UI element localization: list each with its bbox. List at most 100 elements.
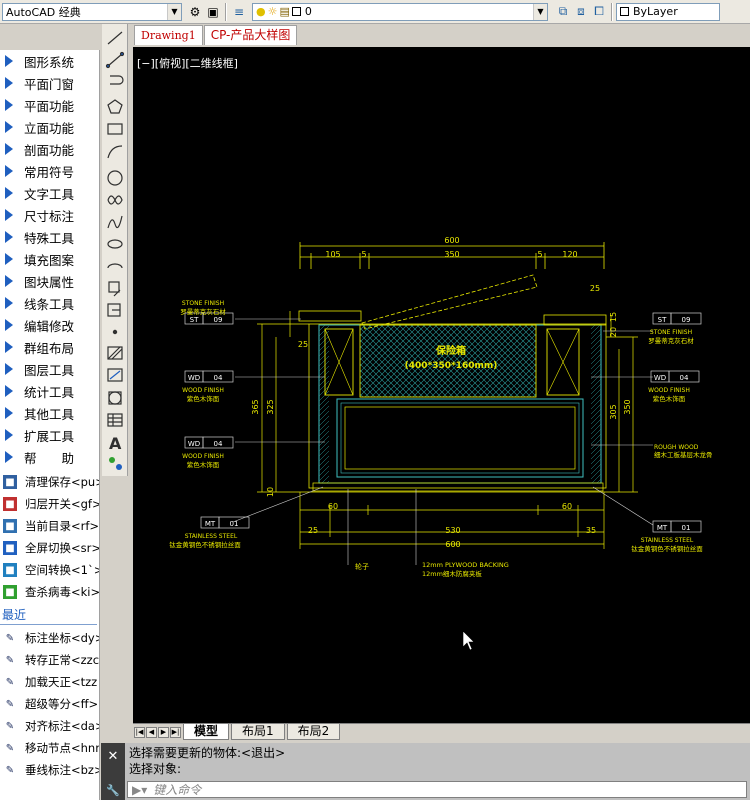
- quick-command-item[interactable]: ■当前目录<rf>: [0, 515, 99, 537]
- layer-manager-icon[interactable]: ≡: [233, 4, 245, 19]
- workspace-select[interactable]: AutoCAD 经典 ▼: [2, 2, 182, 21]
- circle-tool-icon[interactable]: [107, 170, 123, 186]
- workspace-settings-icon[interactable]: ▣: [207, 4, 219, 19]
- layer-state-icon[interactable]: ⧠: [594, 4, 604, 18]
- cabinet-body: [298, 274, 607, 493]
- polyline-tool-icon[interactable]: [110, 75, 124, 85]
- sidebar-menu-item[interactable]: 编辑修改: [0, 314, 99, 336]
- region-tool-icon[interactable]: [108, 391, 122, 405]
- prev-tab-icon[interactable]: ◀: [146, 726, 157, 738]
- sidebar-menu-item[interactable]: 其他工具: [0, 402, 99, 424]
- wrench-icon[interactable]: 🔧: [106, 784, 120, 797]
- recent-command-item[interactable]: ✎垂线标注<bz>: [0, 759, 99, 781]
- tab-layout2[interactable]: 布局2: [286, 724, 341, 740]
- toolbar-separator: [611, 2, 613, 21]
- save-icon: ■: [3, 475, 17, 489]
- triangle-right-icon: [5, 187, 13, 199]
- insert-block-icon[interactable]: [108, 281, 121, 297]
- sidebar-menu-item[interactable]: 图层工具: [0, 358, 99, 380]
- sidebar-menu-item[interactable]: 图形系统: [0, 50, 99, 72]
- sidebar-menu-item[interactable]: 立面功能: [0, 116, 99, 138]
- close-icon[interactable]: ✕: [107, 749, 119, 764]
- tab-drawing1[interactable]: Drawing1: [134, 25, 203, 45]
- tab-layout1[interactable]: 布局1: [231, 724, 285, 740]
- quick-command-item[interactable]: ■归层开关<gf>: [0, 493, 99, 515]
- sidebar-menu-label: 文字工具: [24, 186, 75, 202]
- gradient-tool-icon[interactable]: [107, 368, 123, 382]
- line-tool-icon[interactable]: [107, 31, 123, 45]
- sidebar-menu-item[interactable]: 线条工具: [0, 292, 99, 314]
- tag-en: STONE FINISH: [182, 300, 224, 307]
- divide-icon: ✎: [5, 698, 15, 710]
- layout-tabs-bar: |◀ ◀ ▶ ▶| 模型 布局1 布局2: [133, 723, 750, 740]
- revcloud-tool-icon[interactable]: [107, 195, 123, 205]
- quick-commands: ■清理保存<pu>■归层开关<gf>■当前目录<rf>■全屏切换<sr>■空间转…: [0, 471, 99, 603]
- bulb-icon[interactable]: ●: [256, 5, 266, 18]
- tab-model[interactable]: 模型: [183, 724, 230, 740]
- lock-icon[interactable]: ▤: [279, 5, 290, 18]
- move-node-icon: ✎: [5, 742, 15, 754]
- command-prompt-icon[interactable]: ▶▾: [132, 782, 148, 797]
- quick-command-label: 全屏切换<sr>: [25, 541, 99, 555]
- quick-command-item[interactable]: ■查杀病毒<ki>: [0, 581, 99, 603]
- layer-value: 0: [304, 5, 312, 18]
- sidebar-menu-item[interactable]: 常用符号: [0, 160, 99, 182]
- viewport-label[interactable]: [−][俯视][二维线框]: [137, 57, 238, 70]
- sidebar-menu-item[interactable]: 图块属性: [0, 270, 99, 292]
- recent-command-item[interactable]: ✎超级等分<ff>: [0, 693, 99, 715]
- polygon-tool-icon[interactable]: [107, 99, 123, 114]
- recent-command-item[interactable]: ✎转存正常<zzc: [0, 649, 99, 671]
- make-current-layer-icon[interactable]: ⧉: [558, 4, 568, 18]
- ellipse-tool-icon[interactable]: [107, 239, 123, 249]
- last-tab-icon[interactable]: ▶|: [170, 726, 181, 738]
- gear-icon[interactable]: ⚙: [189, 4, 201, 19]
- mtext-tool-icon[interactable]: A: [109, 434, 122, 453]
- layer-previous-icon[interactable]: ⧈: [577, 4, 585, 18]
- quick-command-item[interactable]: ■空间转换<1`>: [0, 559, 99, 581]
- drawing-canvas[interactable]: [−][俯视][二维线框]: [133, 47, 750, 723]
- ellipse-arc-tool-icon[interactable]: [107, 263, 123, 269]
- sidebar-menu-item[interactable]: 尺寸标注: [0, 204, 99, 226]
- hatch-tool-icon[interactable]: [107, 346, 123, 360]
- tag-number: 01: [230, 520, 239, 528]
- point-tool-icon[interactable]: [112, 329, 118, 335]
- command-placeholder: 键入命令: [153, 783, 202, 797]
- sidebar-menu-item[interactable]: 剖面功能: [0, 138, 99, 160]
- sidebar-menu-item[interactable]: 平面功能: [0, 94, 99, 116]
- recent-command-item[interactable]: ✎标注坐标<dy>: [0, 627, 99, 649]
- command-input[interactable]: ▶▾ 键入命令: [127, 781, 747, 798]
- quick-command-item[interactable]: ■清理保存<pu>: [0, 471, 99, 493]
- recent-command-label: 垂线标注<bz>: [25, 763, 99, 777]
- triangle-right-icon: [5, 99, 13, 111]
- rectangle-tool-icon[interactable]: [107, 123, 123, 135]
- sidebar-menu-item[interactable]: 群组布局: [0, 336, 99, 358]
- sidebar-menu-item[interactable]: 填充图案: [0, 248, 99, 270]
- arc-tool-icon[interactable]: [107, 145, 123, 159]
- sidebar-menu-item[interactable]: 特殊工具: [0, 226, 99, 248]
- xline-tool-icon[interactable]: [105, 51, 125, 69]
- tag-number: 04: [214, 374, 223, 382]
- sidebar-menu-label: 图块属性: [24, 274, 75, 290]
- color-select[interactable]: ByLayer: [616, 2, 720, 21]
- sidebar-menu-item[interactable]: 文字工具: [0, 182, 99, 204]
- plywood-en-label: 12mm PLYWOOD BACKING: [422, 561, 509, 569]
- sidebar-menu-label: 特殊工具: [24, 230, 75, 246]
- make-block-icon[interactable]: [107, 303, 121, 317]
- layer-select[interactable]: ● ☼ ▤ 0 ▼: [252, 2, 548, 21]
- tab-cp-detail[interactable]: CP-产品大样图: [203, 25, 298, 45]
- sun-icon[interactable]: ☼: [267, 5, 278, 18]
- sidebar-menu-item[interactable]: 帮 助: [0, 446, 99, 468]
- first-tab-icon[interactable]: |◀: [134, 726, 145, 738]
- recent-command-item[interactable]: ✎加载天正<tzz: [0, 671, 99, 693]
- quick-command-item[interactable]: ■全屏切换<sr>: [0, 537, 99, 559]
- tag-code: ST: [658, 316, 667, 324]
- sidebar-menu-item[interactable]: 统计工具: [0, 380, 99, 402]
- add-selected-icon[interactable]: [109, 457, 122, 470]
- spline-tool-icon[interactable]: [107, 215, 123, 229]
- sidebar-menu-item[interactable]: 平面门窗: [0, 72, 99, 94]
- next-tab-icon[interactable]: ▶: [158, 726, 169, 738]
- recent-command-item[interactable]: ✎对齐标注<da>: [0, 715, 99, 737]
- table-tool-icon[interactable]: [107, 413, 123, 427]
- recent-command-item[interactable]: ✎移动节点<hnn: [0, 737, 99, 759]
- sidebar-menu-item[interactable]: 扩展工具: [0, 424, 99, 446]
